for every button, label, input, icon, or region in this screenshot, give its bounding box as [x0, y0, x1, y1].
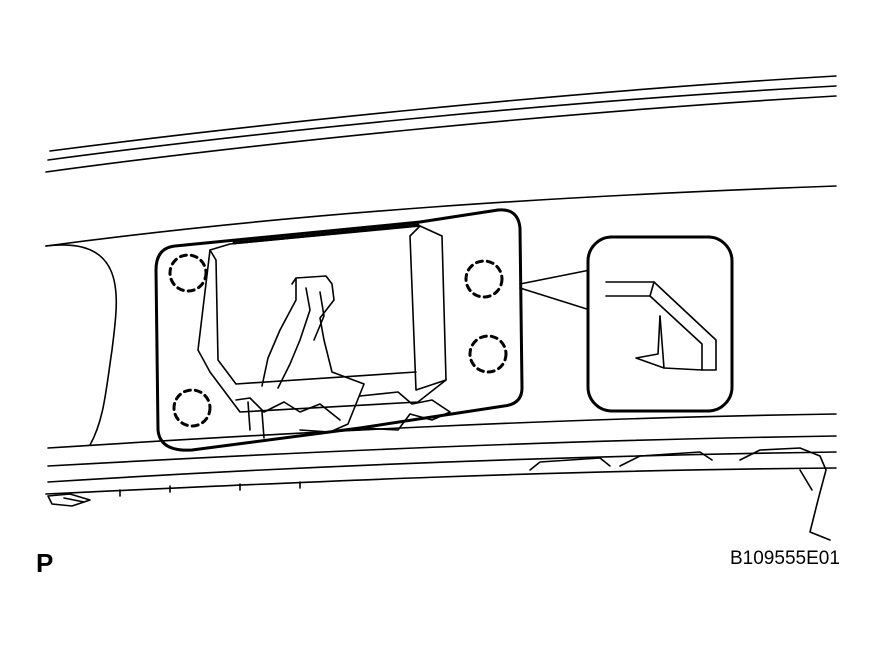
lower-trim-lines [45, 413, 837, 541]
clip-marker-lower-right [468, 334, 508, 374]
upper-trim-lines [45, 75, 837, 247]
latch-body [197, 223, 451, 439]
clip-marker-lower-left [172, 388, 212, 428]
clip-marker-upper-left [168, 253, 208, 293]
detail-pointer [519, 269, 591, 311]
figure-id: B109555E01 [730, 548, 840, 569]
clip-marker-upper-right [464, 259, 504, 299]
clip-detail-illustration [605, 281, 717, 371]
latch-housing [154, 208, 524, 452]
clip-markers [168, 253, 508, 428]
view-label: P [36, 548, 54, 578]
panel-edge [45, 244, 118, 446]
